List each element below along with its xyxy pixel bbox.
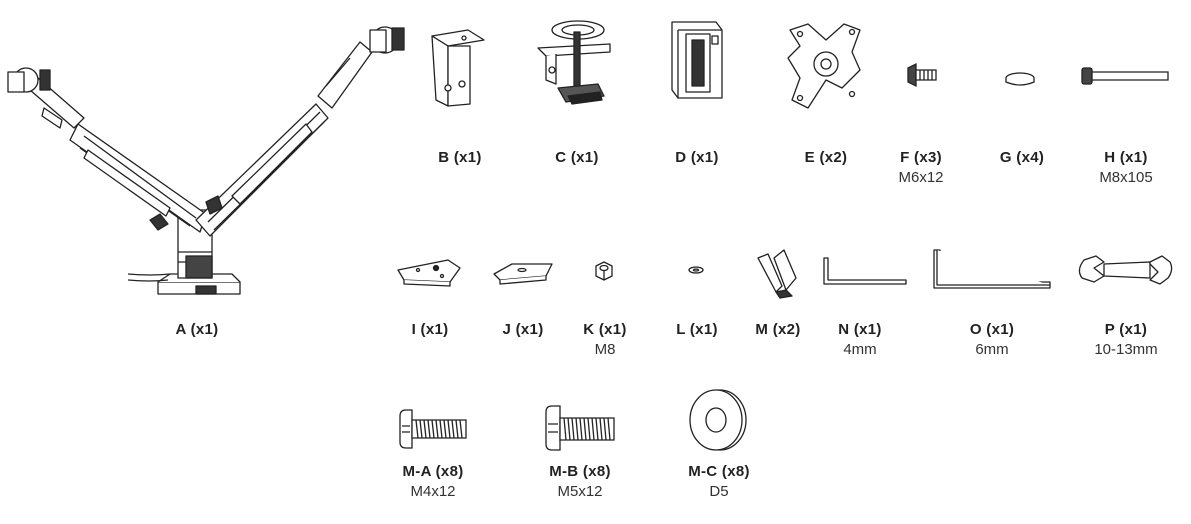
part-name: L (x1) <box>676 321 718 338</box>
part-b-label: B (x1) <box>438 148 481 168</box>
part-name: J (x1) <box>502 321 544 338</box>
part-h-label: H (x1) M8x105 <box>1099 148 1152 188</box>
part-m-b-label: M-B (x8) M5x12 <box>549 462 611 502</box>
part-c-label: C (x1) <box>555 148 598 168</box>
part-p-label: P (x1) 10-13mm <box>1094 320 1157 360</box>
part-name: N (x1) <box>838 321 882 338</box>
part-spec: 4mm <box>843 341 877 358</box>
part-name: O (x1) <box>969 321 1015 338</box>
part-name: K (x1) <box>583 321 627 338</box>
part-name: M (x2) <box>755 321 801 338</box>
part-name: G (x4) <box>999 149 1045 166</box>
part-o-label: O (x1) 6mm <box>970 320 1014 360</box>
part-l-label: L (x1) <box>676 320 718 340</box>
part-m-c-label: M-C (x8) D5 <box>688 462 750 502</box>
part-spec: M8 <box>594 341 616 358</box>
part-name: M-B (x8) <box>549 463 611 480</box>
part-name: H (x1) <box>1104 149 1148 166</box>
part-name: C (x1) <box>555 149 599 166</box>
part-name: B (x1) <box>438 149 482 166</box>
part-m-a-label: M-A (x8) M4x12 <box>402 462 463 502</box>
part-spec: M6x12 <box>898 169 944 186</box>
part-name: E (x2) <box>804 149 848 166</box>
part-name: M-C (x8) <box>688 463 750 480</box>
part-g-label: G (x4) <box>1000 148 1044 168</box>
part-f-label: F (x3) M6x12 <box>898 148 943 188</box>
part-n-label: N (x1) 4mm <box>838 320 881 360</box>
part-i-label: I (x1) <box>412 320 449 340</box>
part-spec: D5 <box>709 483 729 500</box>
part-name: M-A (x8) <box>402 463 464 480</box>
part-name: I (x1) <box>411 321 449 338</box>
part-spec: M8x105 <box>1099 169 1153 186</box>
part-spec: 6mm <box>975 341 1009 358</box>
part-spec: M5x12 <box>557 483 603 500</box>
part-a-label: A (x1) <box>176 320 219 340</box>
part-name: A (x1) <box>175 321 219 338</box>
part-m-label: M (x2) <box>755 320 800 340</box>
part-k-label: K (x1) M8 <box>583 320 626 360</box>
part-spec: M4x12 <box>410 483 456 500</box>
part-e-label: E (x2) <box>805 148 848 168</box>
part-name: F (x3) <box>900 149 942 166</box>
part-name: D (x1) <box>675 149 719 166</box>
part-spec: 10-13mm <box>1094 341 1158 358</box>
part-j-label: J (x1) <box>503 320 544 340</box>
part-d-label: D (x1) <box>675 148 718 168</box>
part-name: P (x1) <box>1104 321 1148 338</box>
